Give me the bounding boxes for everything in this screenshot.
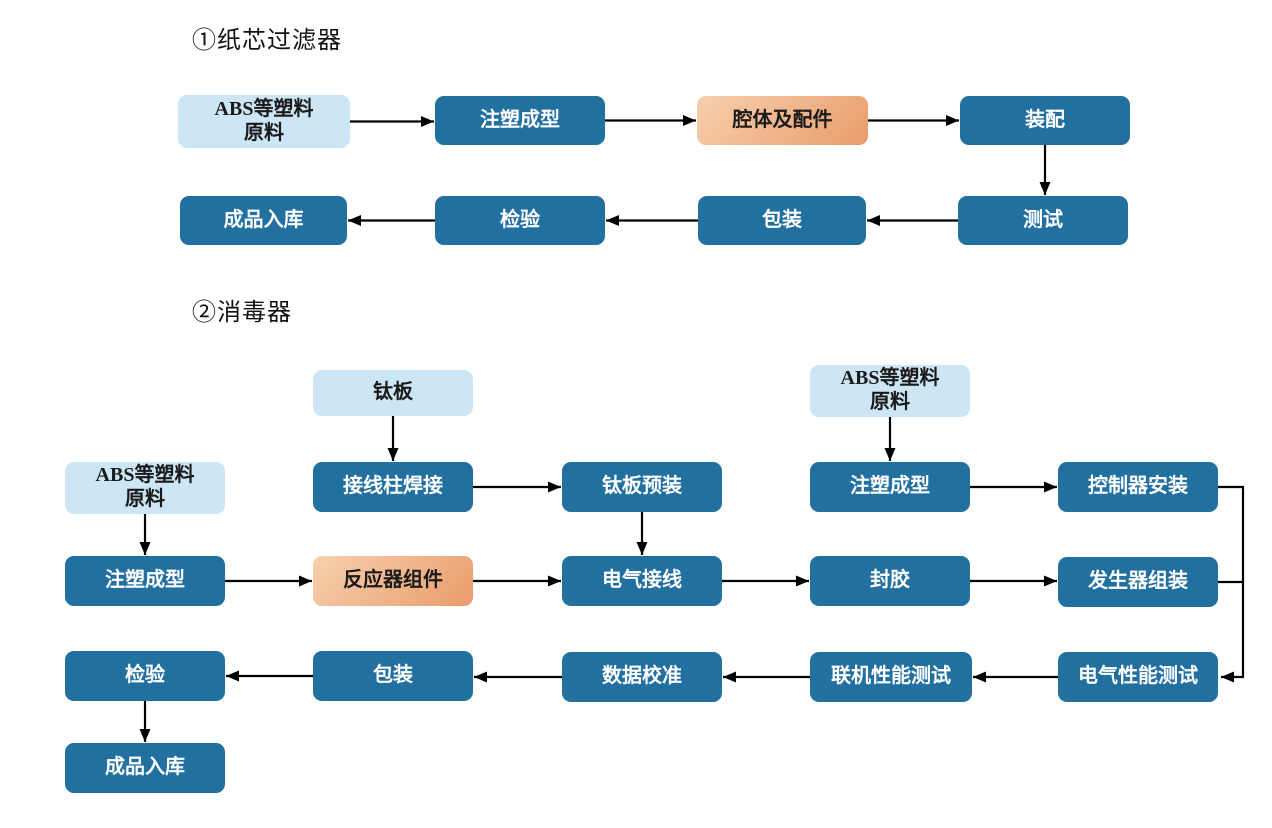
flow-node-f-cavity-and-fittings: 腔体及配件: [697, 96, 868, 145]
flow-node-s-abs-material-left: ABS等塑料 原料: [65, 462, 225, 514]
flow-node-s-electrical-performance-test: 电气性能测试: [1058, 652, 1218, 702]
flow-node-f-assembly: 装配: [960, 96, 1130, 145]
flow-node-s-finished-goods-storage: 成品入库: [65, 743, 225, 793]
flow-node-s-injection-molding-right: 注塑成型: [810, 462, 970, 512]
flow-node-s-titanium-plate: 钛板: [313, 370, 473, 416]
flow-node-s-online-performance-test: 联机性能测试: [810, 652, 972, 702]
flow-node-s-generator-assembly: 发生器组装: [1058, 557, 1218, 607]
flow-node-f-packaging: 包装: [698, 196, 866, 245]
flow-node-s-data-calibration: 数据校准: [562, 652, 722, 702]
diagram-title-sterilizer: ②消毒器: [192, 300, 292, 326]
flow-node-f-inspection: 检验: [435, 196, 605, 245]
flow-node-s-reactor-assembly: 反应器组件: [313, 556, 473, 606]
flow-node-f-finished-goods-storage: 成品入库: [180, 196, 347, 245]
flow-node-s-sealing: 封胶: [810, 556, 970, 606]
flow-node-f-testing: 测试: [958, 196, 1128, 245]
flow-node-s-injection-molding-left: 注塑成型: [65, 556, 225, 606]
flow-node-s-titanium-preassembly: 钛板预装: [562, 462, 722, 512]
flow-node-f-abs-material: ABS等塑料 原料: [178, 95, 350, 148]
flow-node-s-inspection: 检验: [65, 651, 225, 701]
flow-node-s-abs-material-right: ABS等塑料 原料: [810, 365, 970, 417]
flow-node-s-terminal-welding: 接线柱焊接: [313, 462, 473, 512]
flow-node-s-controller-install: 控制器安装: [1058, 462, 1218, 512]
diagram-title-paper-core-filter: ①纸芯过滤器: [192, 28, 342, 54]
flow-node-s-electrical-wiring: 电气接线: [562, 556, 722, 606]
flow-node-f-injection-molding: 注塑成型: [435, 96, 605, 145]
flow-arrow: [1218, 485, 1245, 683]
flow-node-s-packaging: 包装: [313, 651, 473, 701]
